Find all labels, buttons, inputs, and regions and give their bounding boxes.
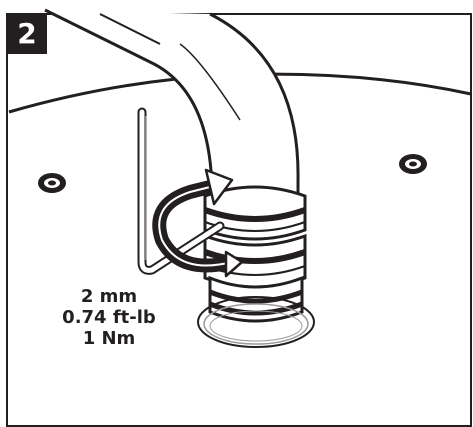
bent-tube bbox=[44, 8, 300, 202]
step-number-badge: 2 bbox=[7, 14, 47, 54]
torque-metric-label: 1 Nm bbox=[82, 328, 136, 349]
torque-imperial-label: 0.74 ft-lb bbox=[62, 307, 156, 328]
torque-spec: 2 mm 0.74 ft-lb 1 Nm bbox=[44, 286, 174, 349]
illustration-frame bbox=[6, 13, 472, 427]
rotation-arrow-icon bbox=[152, 168, 244, 278]
hex-key-icon bbox=[137, 107, 225, 275]
hex-size-label: 2 mm bbox=[80, 286, 138, 307]
screw-hole-icon bbox=[399, 154, 427, 174]
suction-foot bbox=[197, 275, 315, 348]
screw-hole-icon bbox=[38, 173, 66, 193]
